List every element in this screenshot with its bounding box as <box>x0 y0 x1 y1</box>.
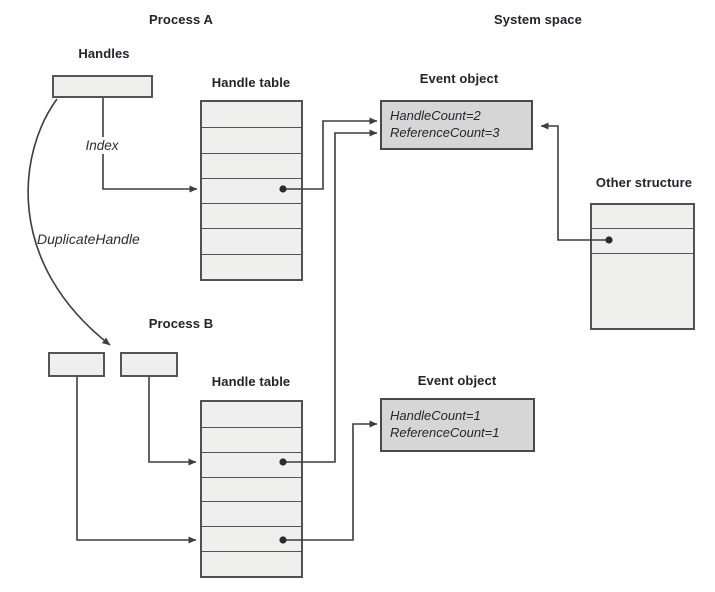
process-b-title: Process B <box>148 316 214 331</box>
table-cell <box>202 228 301 253</box>
table-cell <box>202 203 301 228</box>
event-b-handle-count: HandleCount=1 <box>390 408 481 423</box>
table-cell <box>202 152 301 178</box>
duplicate-handle-label: DuplicateHandle <box>37 231 140 247</box>
handles-box <box>52 75 153 98</box>
table-cell <box>202 526 301 551</box>
handle-table-a-label: Handle table <box>211 75 291 90</box>
handle-table-a <box>200 100 303 281</box>
event-a-reference-count: ReferenceCount=3 <box>390 125 500 140</box>
process-b-handle-box-2 <box>120 352 178 377</box>
table-cell <box>202 402 301 427</box>
process-a-title: Process A <box>148 12 214 27</box>
event-object-a: HandleCount=2 ReferenceCount=3 <box>380 100 533 150</box>
handle-table-b-label: Handle table <box>211 374 291 389</box>
handle-table-b <box>200 400 303 578</box>
handle-box2-to-table-b-row3-arrow <box>148 377 197 466</box>
table-cell <box>202 501 301 526</box>
event-b-reference-count: ReferenceCount=1 <box>390 425 500 440</box>
table-cell <box>592 253 693 328</box>
event-object-a-label: Event object <box>419 71 499 86</box>
event-object-b-label: Event object <box>417 373 497 388</box>
table-cell <box>202 426 301 452</box>
table-cell <box>592 205 693 228</box>
table-cell <box>202 551 301 576</box>
table-cell <box>202 451 301 477</box>
table-cell <box>202 127 301 152</box>
event-a-handle-count: HandleCount=2 <box>390 108 481 123</box>
table-cell <box>202 102 301 127</box>
system-space-title: System space <box>494 12 582 27</box>
table-cell <box>202 177 301 203</box>
event-object-b: HandleCount=1 ReferenceCount=1 <box>380 398 535 452</box>
process-b-handle-box-1 <box>48 352 105 377</box>
index-label: Index <box>81 137 123 154</box>
duplicate-handle-curve-arrow <box>27 98 111 346</box>
other-structure-box <box>590 203 695 330</box>
handles-label: Handles <box>78 46 130 61</box>
handle-box1-to-table-b-row6-arrow <box>76 377 197 544</box>
table-cell <box>202 253 301 279</box>
table-cell <box>592 228 693 253</box>
table-cell <box>202 476 301 502</box>
other-structure-label: Other structure <box>595 175 693 190</box>
